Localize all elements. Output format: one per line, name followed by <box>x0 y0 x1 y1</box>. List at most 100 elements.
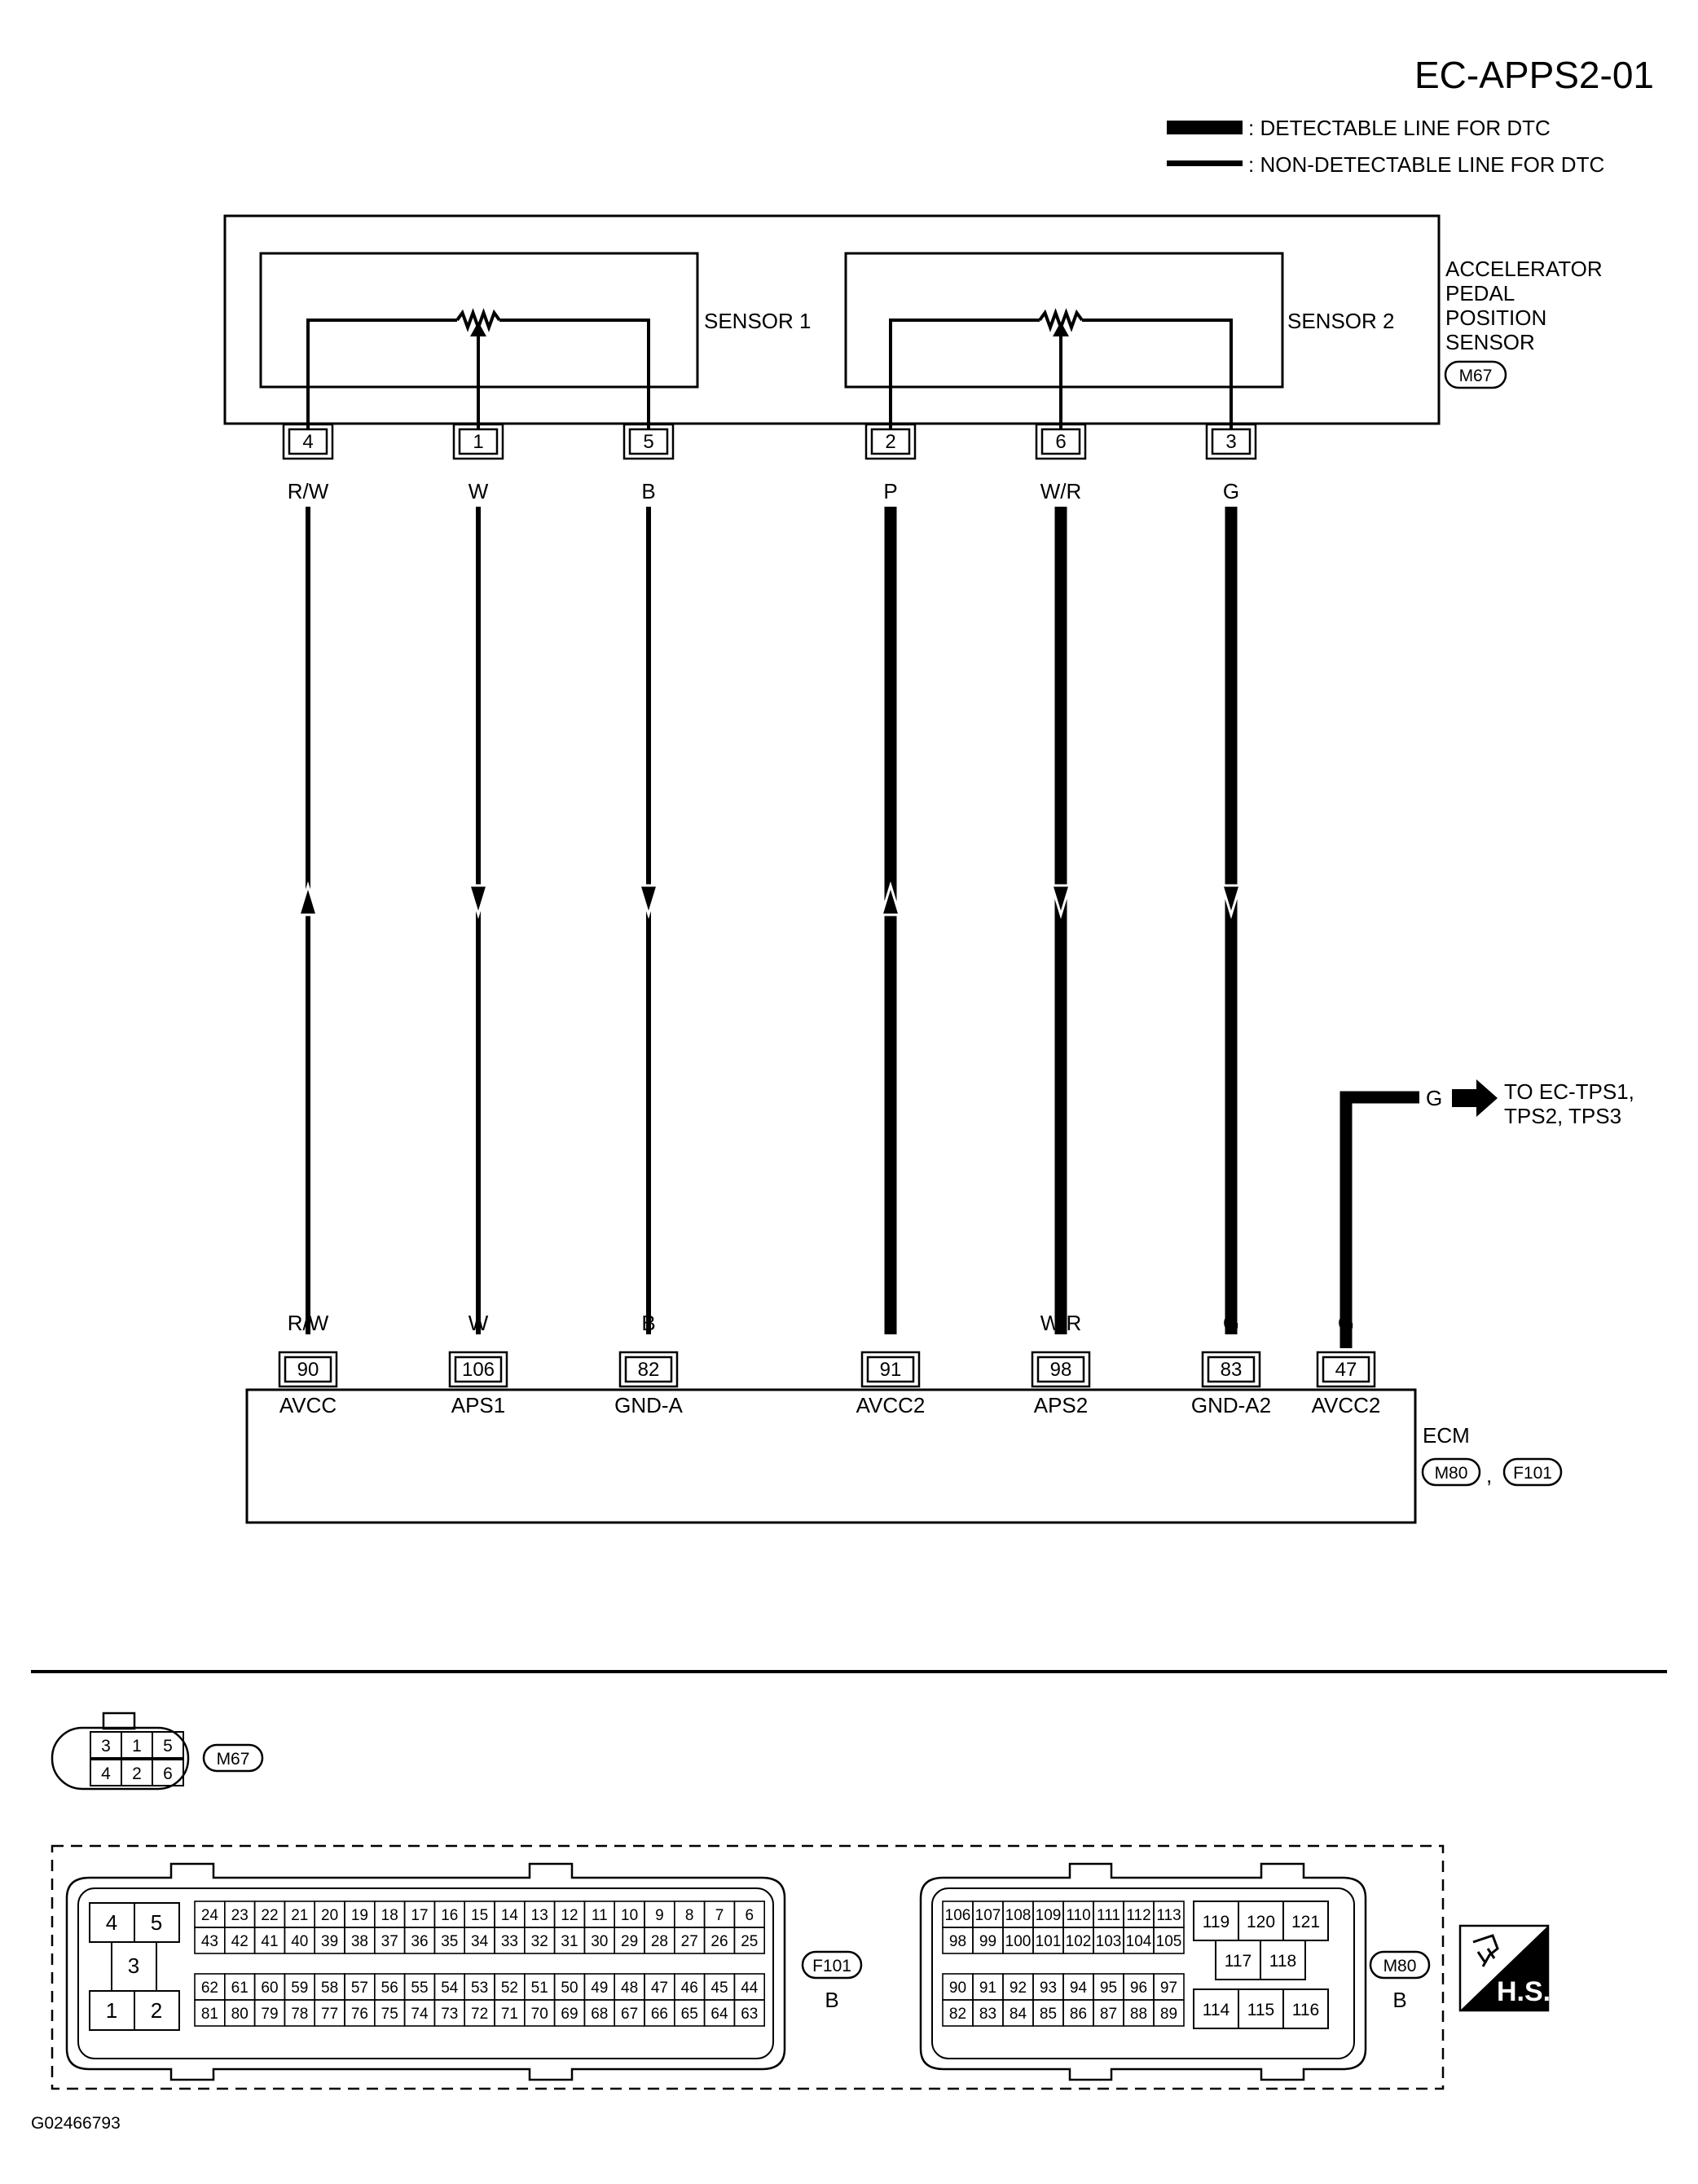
f101-pin-number: 8 <box>685 1907 694 1924</box>
f101-pin-number: 44 <box>741 1980 759 1997</box>
m67-pin-number: 3 <box>101 1737 111 1756</box>
f101-pin-number: 13 <box>531 1907 548 1924</box>
f101-pin-number: 14 <box>501 1907 519 1924</box>
ecm-pin-1: 90 <box>278 1351 338 1388</box>
hs-badge: H.S. <box>1458 1924 1551 2012</box>
m80-tag-text: M80 <box>1383 1957 1417 1975</box>
m80-side-pin-number: 120 <box>1247 1913 1275 1931</box>
m80-pin-number: 105 <box>1156 1933 1182 1950</box>
m80-side-cell <box>1282 1988 1329 2029</box>
ecm-pin-3: 82 <box>618 1351 679 1388</box>
sensor-name-line-2: PEDAL <box>1445 281 1515 305</box>
m80-pin-number: 112 <box>1126 1907 1150 1924</box>
wire-6-color-bottom: G <box>1223 1311 1239 1335</box>
f101-pin-number: 59 <box>291 1980 308 1997</box>
sensor-pin-5: 6 <box>1035 423 1087 460</box>
m80-pin-number: 96 <box>1130 1980 1147 1997</box>
sensor-pin-4: 2 <box>864 423 917 460</box>
sensor-pin-3-number: 5 <box>643 431 653 453</box>
wire-3-color-bottom: B <box>641 1311 655 1335</box>
sensor-pin-1-box <box>288 428 328 455</box>
m80-pin-number: 91 <box>979 1980 996 1997</box>
m80-pin-number: 95 <box>1100 1980 1117 1997</box>
ecm-connector-tag-m80-text: M80 <box>1435 1464 1468 1483</box>
ecm-connector-tag-m80 <box>1421 1457 1481 1487</box>
ecm-terminal-label-1: AVCC <box>279 1393 337 1417</box>
ecm-pin-4-box <box>866 1356 915 1383</box>
f101-pin-number: 15 <box>471 1907 488 1924</box>
m67-pin-number: 5 <box>163 1737 173 1756</box>
m80-pin-number: 84 <box>1010 2006 1027 2023</box>
sensor-2-lead-right <box>1082 319 1233 440</box>
m80-pin-number: 87 <box>1100 2006 1117 2023</box>
tps-branch-color: G <box>1426 1086 1442 1110</box>
f101-pin-number: 57 <box>351 1980 368 1997</box>
wire-6-color-top: G <box>1223 479 1239 503</box>
ecm-pin-5-box <box>1036 1356 1085 1383</box>
f101-pin-number: 9 <box>655 1907 664 1924</box>
sensor-pin-5-box <box>1040 428 1081 455</box>
wire-2-arrow-down-icon <box>467 884 490 920</box>
sensor-pin-4-box <box>870 428 911 455</box>
sensor-pin-2: 1 <box>452 423 504 460</box>
ecm-connector-dashed-frame <box>51 1844 1445 2090</box>
ecm-pin-6-box <box>1207 1356 1256 1383</box>
f101-pin-number: 31 <box>561 1933 578 1950</box>
sensor-pin-2-number: 1 <box>473 431 483 453</box>
f101-pin-number: 68 <box>591 2006 608 2023</box>
wire-layer: 4R/WR/W90AVCC1WW106APS15BB82GND-A2PP91AV… <box>278 308 1380 1417</box>
sensor-2-wiper-arrow-icon <box>1053 322 1069 336</box>
sensor-pin-6-number: 3 <box>1225 431 1236 453</box>
f101-pin-number: 29 <box>621 1933 638 1950</box>
m80-pin-number: 82 <box>949 2006 966 2023</box>
hs-badge-fill <box>1460 1926 1548 2010</box>
f101-pin-number: 21 <box>291 1907 308 1924</box>
f101-pin-number: 70 <box>531 2006 548 2023</box>
ecm-connector-separator: , <box>1486 1463 1492 1487</box>
sensor-2-label: SENSOR 2 <box>1287 309 1395 333</box>
f101-pin-number: 16 <box>441 1907 458 1924</box>
wire-1-color-top: R/W <box>288 479 329 503</box>
m80-pin-number: 110 <box>1066 1907 1090 1924</box>
m80-side-pin-number: 115 <box>1247 2001 1274 2019</box>
tps-branch-arrow-icon <box>1452 1079 1498 1117</box>
sensor-pin-6-shell <box>1205 423 1257 460</box>
legend-detectable-swatch <box>1167 121 1243 134</box>
f101-pin-number: 66 <box>651 2006 668 2023</box>
m67-tag <box>202 1743 264 1773</box>
f101-pin-number: 38 <box>351 1933 368 1950</box>
sensor-pin-6: 3 <box>1205 423 1257 460</box>
f101-pin-number: 51 <box>531 1980 548 1997</box>
f101-pin-number: 75 <box>381 2006 398 2023</box>
wire-4-arrow-up-icon <box>879 881 902 916</box>
m80-pin-number: 100 <box>1005 1933 1032 1950</box>
m80-side-pin-number: 116 <box>1292 2001 1319 2019</box>
ecm-terminal-label-5: APS2 <box>1034 1393 1089 1417</box>
wire-2-color-top: W <box>468 479 489 503</box>
ecm-pin-6-number: 83 <box>1221 1359 1243 1381</box>
sensor-pin-2-box <box>458 428 499 455</box>
f101-pin-number: 7 <box>715 1907 724 1924</box>
ecm-terminal-label-4: AVCC2 <box>856 1393 926 1417</box>
sensor-1-potentiometer <box>306 308 650 440</box>
ecm-pin-2-box <box>454 1356 503 1383</box>
f101-power-cell <box>111 1941 157 1992</box>
sensor-pin-1-shell <box>282 423 334 460</box>
sensor-pin-5-shell <box>1035 423 1087 460</box>
f101-power-pin-number: 4 <box>106 1910 117 1935</box>
f101-pin-number: 73 <box>441 2006 458 2023</box>
f101-pin-number: 11 <box>592 1907 608 1924</box>
m80-pin-number: 113 <box>1156 1907 1181 1924</box>
wire-5-color-bottom: W/R <box>1040 1311 1082 1335</box>
sensor-pin-4-shell <box>864 423 917 460</box>
f101-pin-number: 23 <box>231 1907 249 1924</box>
sensor-pin-3: 5 <box>622 423 675 460</box>
